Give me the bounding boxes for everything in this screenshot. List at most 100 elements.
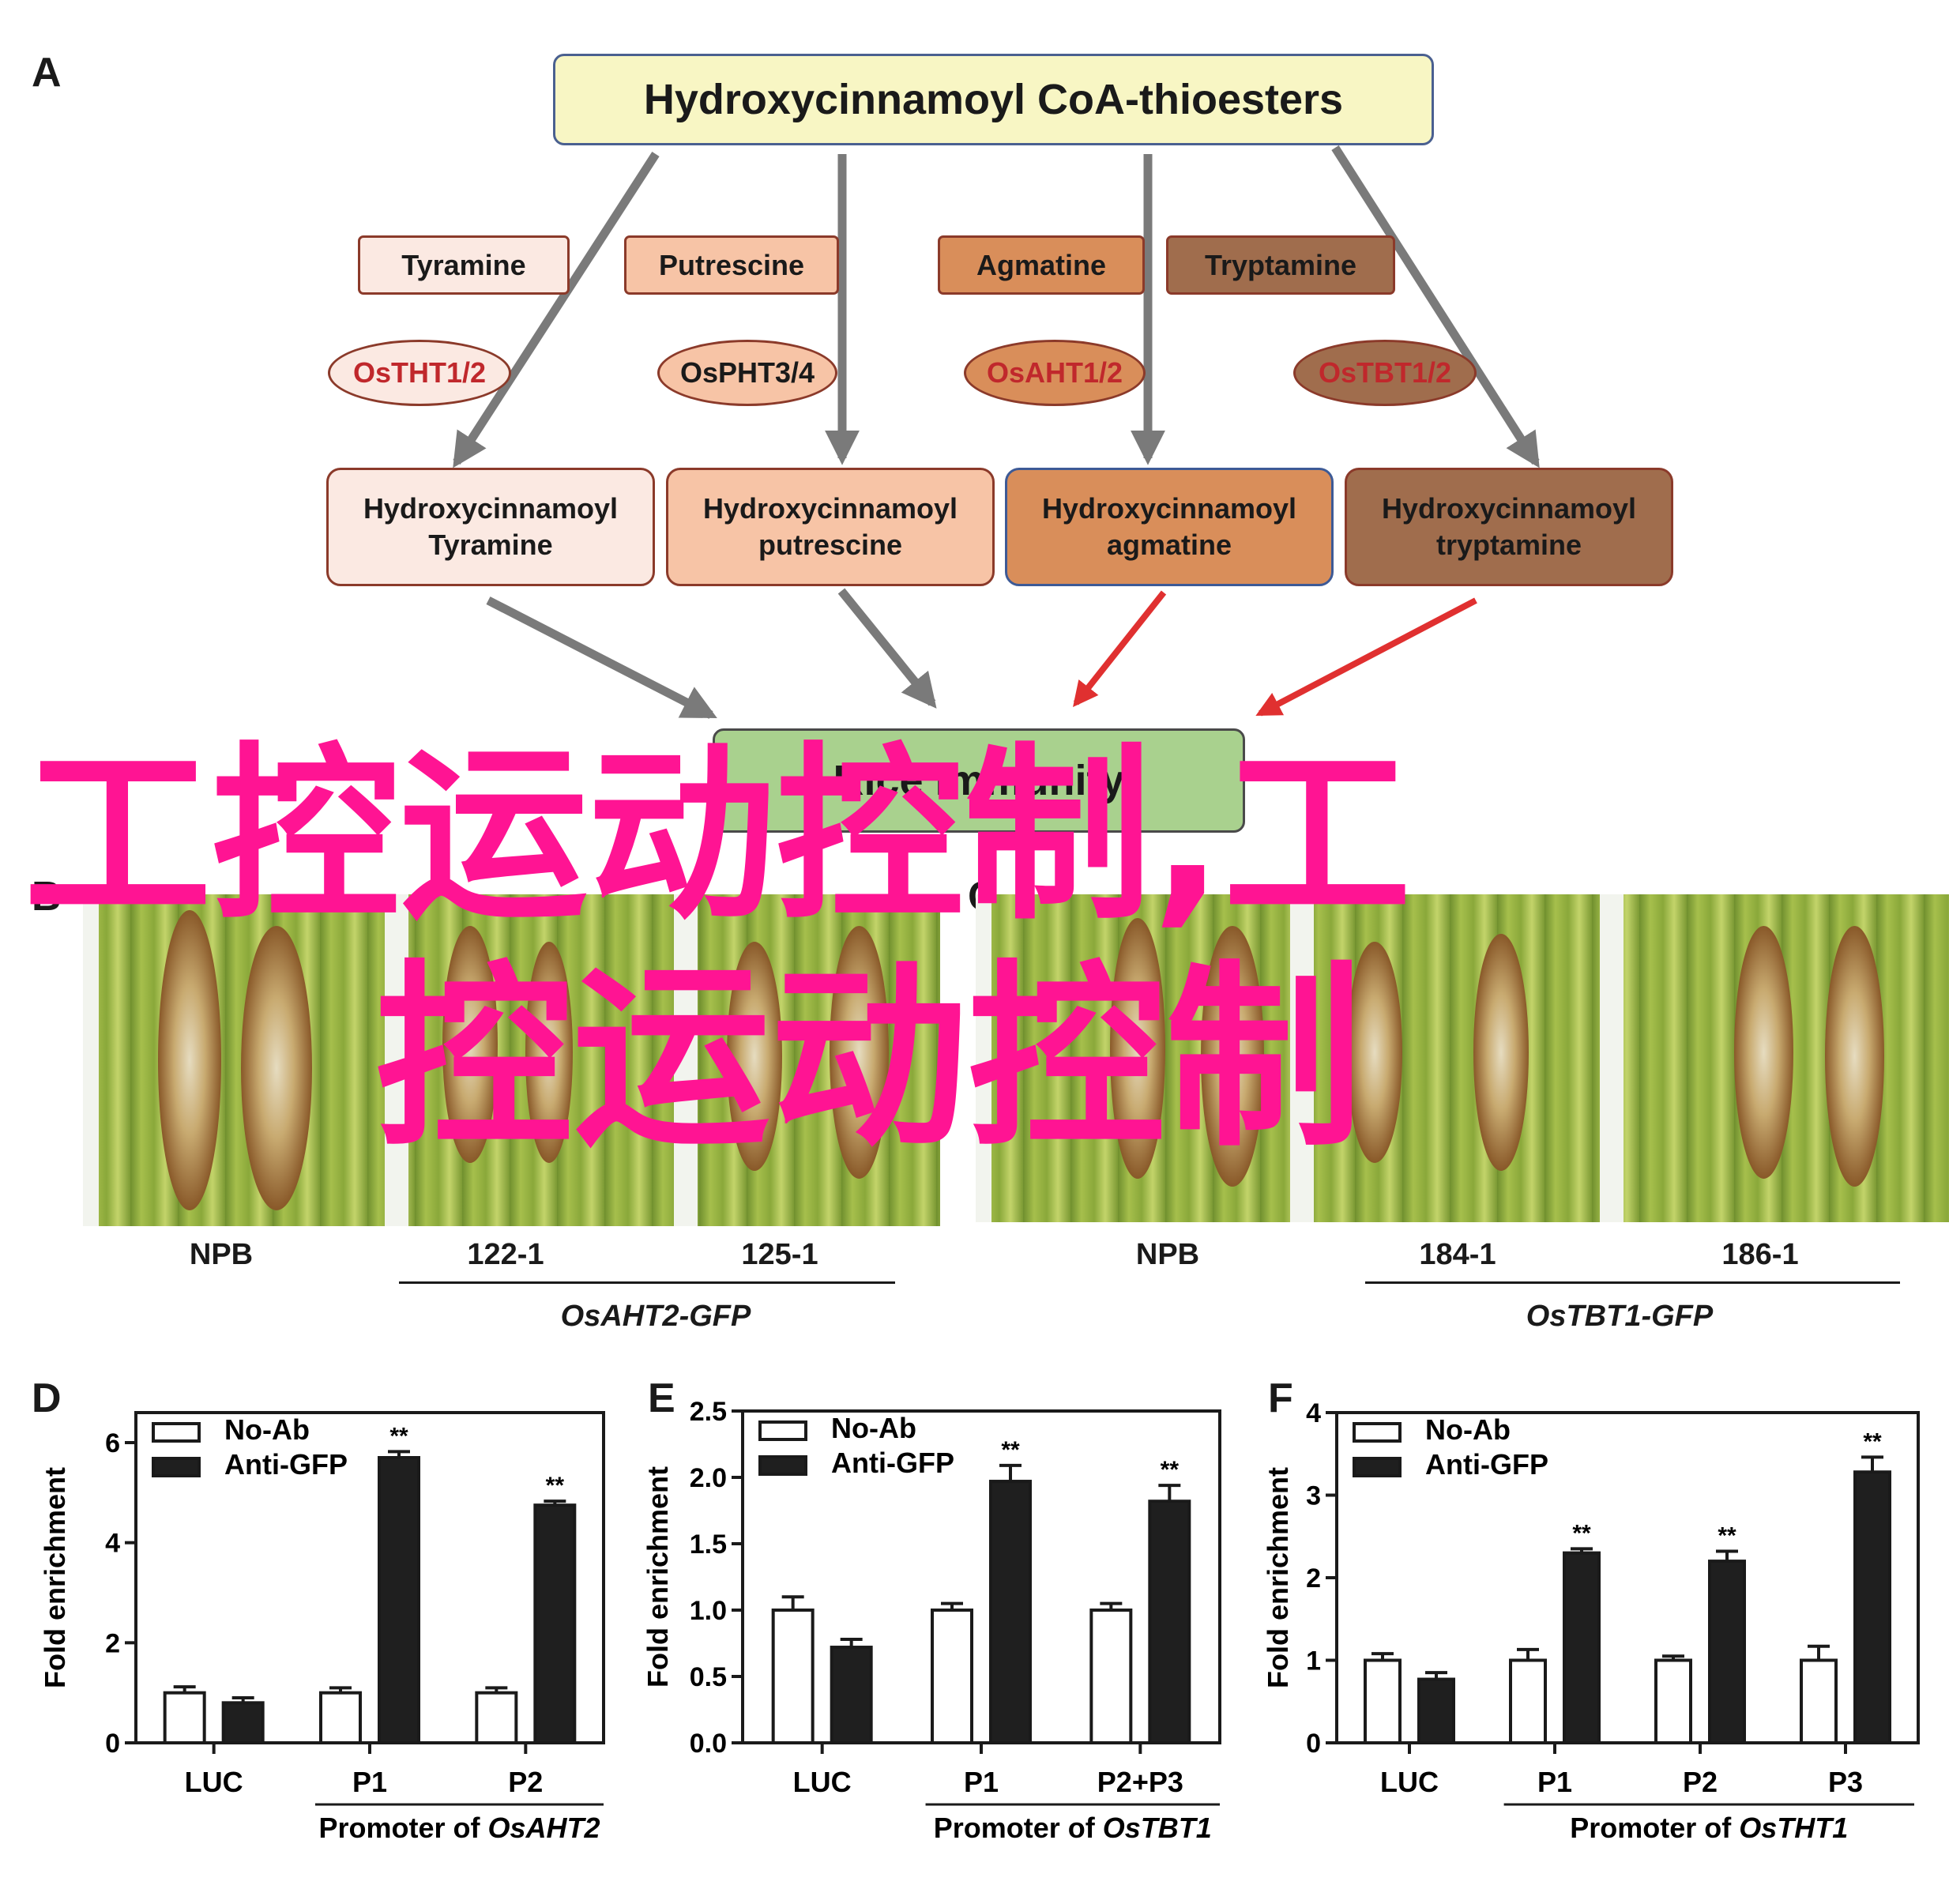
- lesion: [830, 926, 889, 1179]
- lesion: [241, 926, 312, 1210]
- coa-thioesters-box: Hydroxycinnamoyl CoA-thioesters: [553, 54, 1434, 145]
- panel-label-a: A: [32, 50, 62, 96]
- x-tick-label: P2: [1683, 1766, 1718, 1798]
- plot-frame: [134, 1411, 605, 1744]
- photo-label-b-3: 125-1: [741, 1238, 818, 1271]
- lesion: [442, 926, 498, 1163]
- panel-label-d: D: [32, 1375, 62, 1421]
- bar-no-ab: [1089, 1609, 1133, 1744]
- legend-swatch: [758, 1420, 807, 1441]
- bar-no-ab: [1509, 1658, 1547, 1744]
- bar-no-ab: [1654, 1658, 1692, 1744]
- product-line2: tryptamine: [1435, 529, 1582, 561]
- product-line2: Tyramine: [428, 529, 553, 561]
- lesion: [1473, 934, 1529, 1171]
- y-tick-label: 2.0: [690, 1463, 727, 1493]
- y-axis-label: Fold enrichment: [39, 1467, 71, 1688]
- panel-label-b: B: [32, 874, 62, 920]
- significance-mark: **: [1863, 1428, 1882, 1454]
- legend-label: No-Ab: [831, 1412, 916, 1444]
- substrate-agmatine: Agmatine: [938, 235, 1145, 295]
- legend-label: Anti-GFP: [831, 1447, 954, 1479]
- product-line1: Hydroxycinnamoyl: [702, 492, 958, 525]
- bar-no-ab: [319, 1691, 362, 1744]
- leaf-photo-b: [83, 894, 940, 1226]
- enzyme-osAHT: OsAHT1/2: [964, 340, 1146, 406]
- arrow-coa-to-tryptamine: [1331, 145, 1540, 468]
- watermark-line-2: 控运动控制: [375, 943, 1363, 1173]
- product-agmatine: Hydroxycinnamoyl agmatine: [1005, 468, 1334, 586]
- bar-anti-gfp: [1853, 1470, 1891, 1745]
- x-tick-label: LUC: [185, 1766, 243, 1798]
- group-label-prefix: Promoter of: [1570, 1812, 1739, 1844]
- bar-anti-gfp: [1563, 1551, 1601, 1744]
- lesion: [1825, 926, 1884, 1187]
- y-tick-label: 2: [105, 1628, 120, 1658]
- bar-no-ab: [931, 1609, 973, 1744]
- legend-label: Anti-GFP: [1425, 1448, 1548, 1481]
- lesion: [1110, 918, 1165, 1179]
- photo-group-c: OsTBT1-GFP: [1526, 1300, 1714, 1333]
- photo-label-c-3: 186-1: [1721, 1238, 1799, 1271]
- significance-mark: **: [546, 1473, 565, 1499]
- bar-no-ab: [163, 1691, 206, 1744]
- leaf-gap: [1600, 894, 1624, 1222]
- y-tick-label: 0.5: [690, 1662, 727, 1692]
- y-tick-label: 0: [105, 1729, 120, 1759]
- y-axis-label: Fold enrichment: [642, 1466, 674, 1688]
- rice-immunity-box: Rice immunity: [713, 728, 1245, 833]
- significance-mark: **: [389, 1423, 408, 1449]
- enzyme-osTBT: OsTBT1/2: [1293, 340, 1477, 406]
- substrate-tryptamine: Tryptamine: [1166, 235, 1395, 295]
- significance-mark: **: [1001, 1437, 1020, 1463]
- lesion: [1734, 926, 1793, 1179]
- significance-mark: **: [1718, 1523, 1736, 1549]
- enzyme-osTHT: OsTHT1/2: [328, 340, 511, 406]
- y-tick-label: 1.0: [690, 1596, 727, 1626]
- x-tick-label: P1: [964, 1766, 999, 1798]
- arrow-agmatine-to-immunity: [1073, 590, 1167, 708]
- photo-label-b-2: 122-1: [467, 1238, 544, 1271]
- y-axis-label: Fold enrichment: [1262, 1467, 1294, 1688]
- lesion: [525, 942, 573, 1163]
- group-label-gene: OsAHT2: [487, 1812, 600, 1844]
- product-line2: putrescine: [758, 529, 903, 561]
- leaf-gap: [385, 894, 408, 1226]
- group-label-gene: OsTBT1: [1103, 1812, 1212, 1844]
- y-tick-label: 3: [1306, 1481, 1321, 1511]
- y-tick-label: 1: [1306, 1646, 1321, 1676]
- panel-label-f: F: [1268, 1375, 1293, 1421]
- bar-no-ab: [475, 1691, 518, 1744]
- product-putrescine: Hydroxycinnamoyl putrescine: [666, 468, 995, 586]
- x-tick-label: P2+P3: [1097, 1766, 1183, 1798]
- arrow-putrescine-to-immunity: [837, 588, 937, 709]
- group-label-gene: OsTHT1: [1739, 1812, 1848, 1844]
- enzyme-osPHT: OsPHT3/4: [657, 340, 837, 406]
- bar-anti-gfp: [533, 1503, 577, 1745]
- group-label-prefix: Promoter of: [318, 1812, 487, 1844]
- photo-label-c-2: 184-1: [1419, 1238, 1496, 1271]
- leaf-gap: [674, 894, 698, 1226]
- group-label: Promoter of OsTHT1: [1570, 1812, 1848, 1844]
- y-tick-label: 0.0: [690, 1729, 727, 1759]
- bar-anti-gfp: [830, 1646, 873, 1745]
- pathway-arrows: [453, 145, 1540, 719]
- panel-label-e: E: [648, 1375, 675, 1421]
- y-tick-label: 2.5: [690, 1397, 727, 1427]
- arrow-tryptamine-to-immunity: [1255, 597, 1477, 717]
- x-tick-label: P3: [1828, 1766, 1863, 1798]
- arrow-tyramine-to-immunity: [486, 596, 717, 719]
- legend-swatch: [1353, 1422, 1402, 1443]
- y-tick-label: 4: [105, 1529, 120, 1559]
- x-tick-label: LUC: [1380, 1766, 1439, 1798]
- legend-label: Anti-GFP: [224, 1448, 348, 1481]
- photo-label-b-1: NPB: [189, 1238, 254, 1271]
- leaf-gap: [976, 894, 991, 1222]
- y-tick-label: 6: [105, 1428, 120, 1458]
- substrate-tyramine: Tyramine: [358, 235, 570, 295]
- x-tick-label: P1: [1537, 1766, 1572, 1798]
- bar-no-ab: [1364, 1658, 1402, 1744]
- photo-group-b: OsAHT2-GFP: [560, 1300, 751, 1333]
- x-tick-label: P1: [352, 1766, 387, 1798]
